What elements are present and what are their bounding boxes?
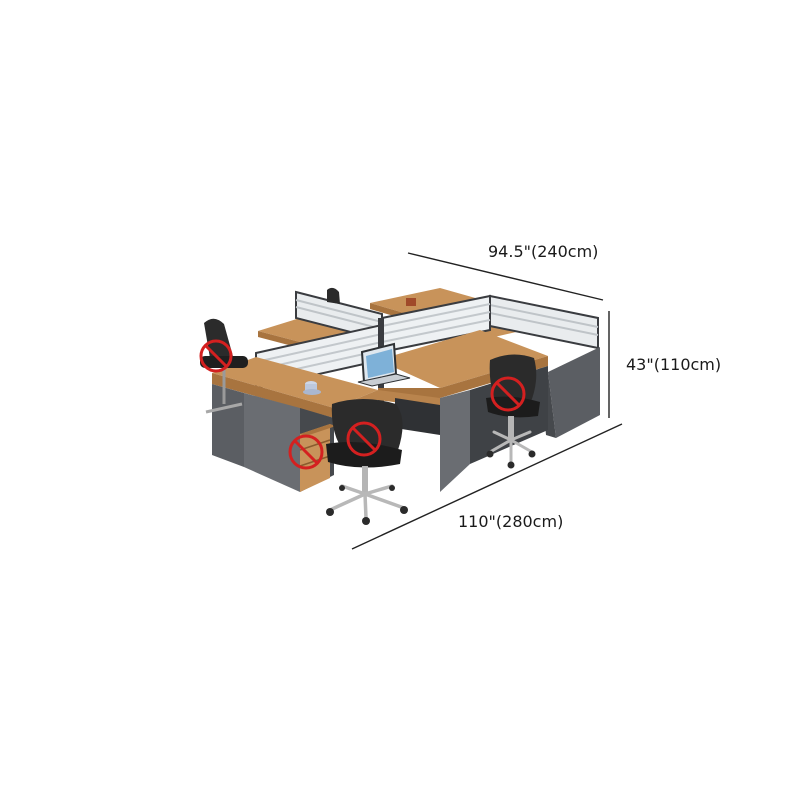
prohibited-icon (199, 339, 233, 373)
laptop (357, 342, 411, 387)
length-dimension-line (351, 423, 623, 550)
chair-front (326, 399, 408, 525)
length-dimension-label: 110"(280cm) (458, 512, 563, 531)
cabinet-right (540, 347, 600, 438)
coffee-mug (303, 381, 321, 395)
drawer-pedestal (299, 424, 336, 492)
prohibited-icon (288, 434, 324, 470)
width-dimension-line (407, 252, 604, 301)
prohibited-icon (346, 421, 382, 457)
prohibited-icon (490, 376, 526, 412)
height-dimension-label: 43"(110cm) (626, 355, 721, 374)
chair-back-center (327, 287, 340, 304)
width-dimension-label: 94.5"(240cm) (488, 242, 598, 261)
prohibited-markers (199, 339, 526, 470)
dimension-lines (351, 252, 623, 550)
desk-front (212, 330, 548, 418)
